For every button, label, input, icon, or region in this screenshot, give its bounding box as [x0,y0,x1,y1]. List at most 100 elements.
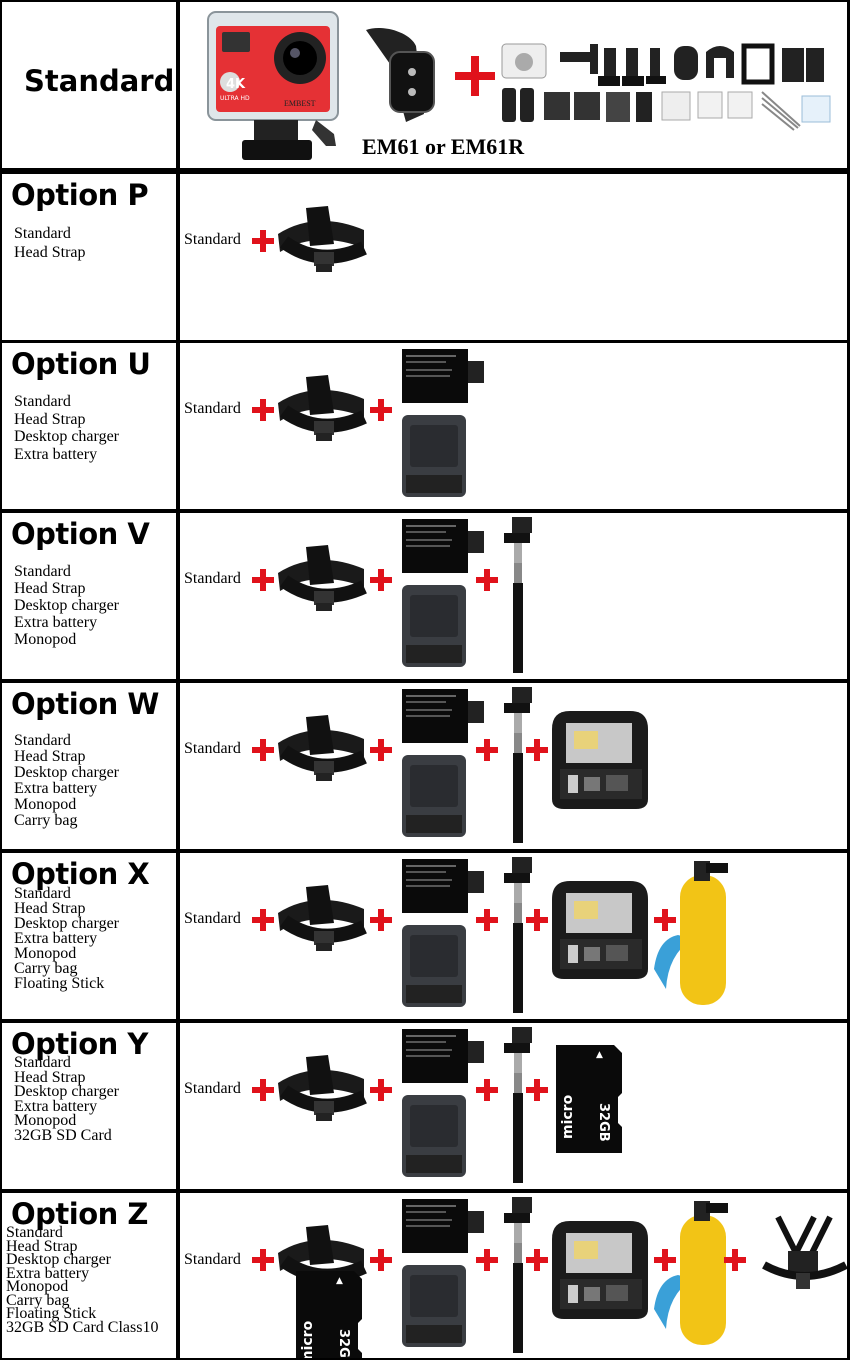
plus-icon [370,399,392,421]
option-item: Head Strap [6,1237,78,1255]
svg-text:▲: ▲ [336,1276,343,1286]
option-item: Standard [14,563,71,580]
plus-icon [370,909,392,931]
option-item: Extra battery [14,780,98,797]
option-item: Desktop charger [14,915,119,932]
option-item: Monopod [14,796,77,813]
option-title: Option X [11,857,150,891]
plus-icon [526,739,548,761]
option-content-cell: Standard [180,513,847,679]
option-item: Carry bag [6,1291,70,1309]
standard-kit-label: Standard [184,231,241,248]
option-content-cell: Standard [180,683,847,849]
remote-control-image [366,27,435,122]
standard-content-cell: 4K ULTRA HD EMBEST [180,2,847,168]
option-content-cell: Standard [180,853,847,1019]
carry-bag-image [552,711,648,809]
standard-kit-label: Standard [184,1080,241,1097]
option-item: Monopod [14,1112,77,1129]
head-strap-image [278,715,367,781]
plus-icon [252,909,274,931]
option-title: Option U [11,347,151,381]
option-item: Standard [14,225,71,242]
standard-kit-label: Standard [184,570,241,587]
plus-icon [476,1079,498,1101]
battery-charger-image [402,1029,484,1177]
option-title: Option Y [11,1027,148,1061]
head-strap-image [278,206,367,272]
carry-bag-image [552,881,648,979]
option-item: Desktop charger [14,597,119,614]
plus-icon [252,739,274,761]
option-item: Carry bag [14,960,78,977]
sd-card-brand: micro [300,1320,316,1358]
plus-icon [526,909,548,931]
action-camera-image: 4K ULTRA HD EMBEST [207,11,339,160]
option-item: Head Strap [14,748,86,765]
option-content-cell: Standard [180,174,847,340]
option-item: Desktop charger [14,428,119,445]
option-item: Desktop charger [14,764,119,781]
option-title: Option V [11,517,150,551]
option-item: Monopod [6,1278,69,1295]
standard-label-cell: Standard [2,2,176,168]
option-item: 32GB SD Card [14,1126,112,1144]
option-content-cell: Standard [180,343,847,509]
plus-icon [252,569,274,591]
floating-stick-image [654,1201,728,1345]
option-item: Monopod [14,945,77,962]
plus-icon [654,909,676,931]
battery-charger-image [402,689,484,837]
option-item: Monopod [14,631,77,648]
head-strap-image [278,375,367,441]
option-item: Standard [14,1054,71,1071]
monopod-image [504,1027,532,1183]
camera-model-caption: EM61 or EM61R [362,134,525,159]
plus-icon [476,569,498,591]
plus-icon [455,56,495,96]
monopod-image [504,517,532,673]
option-item: Extra battery [14,1097,98,1115]
monopod-image [504,857,532,1013]
head-strap-image [278,885,367,951]
standard-kit-label: Standard [184,1251,241,1268]
plus-icon [476,1249,498,1271]
monopod-image [504,687,532,843]
option-item: Standard [14,393,71,410]
accessories-kit-image [501,43,831,131]
floating-stick-image [654,861,728,1005]
standard-kit-label: Standard [184,910,241,927]
carry-bag-image [552,1221,648,1319]
sd-card-capacity: 32GB [596,1103,611,1142]
plus-icon [252,399,274,421]
plus-icon [724,1249,746,1271]
camera-badge: 4K [226,77,246,92]
plus-icon [526,1249,548,1271]
plus-icon [252,1249,274,1271]
battery-charger-image [402,519,484,667]
option-item: Standard [14,885,71,902]
option-item: Standard [6,1224,63,1241]
option-item: Head Strap [14,900,86,917]
option-title: Option Z [11,1197,148,1231]
option-item: Head Strap [14,410,86,428]
plus-icon [370,569,392,591]
svg-text:▲: ▲ [596,1050,603,1060]
option-item: Standard [14,732,71,749]
battery-charger-image [402,859,484,1007]
option-item: Extra battery [14,445,98,463]
chest-harness-image [762,1215,847,1289]
